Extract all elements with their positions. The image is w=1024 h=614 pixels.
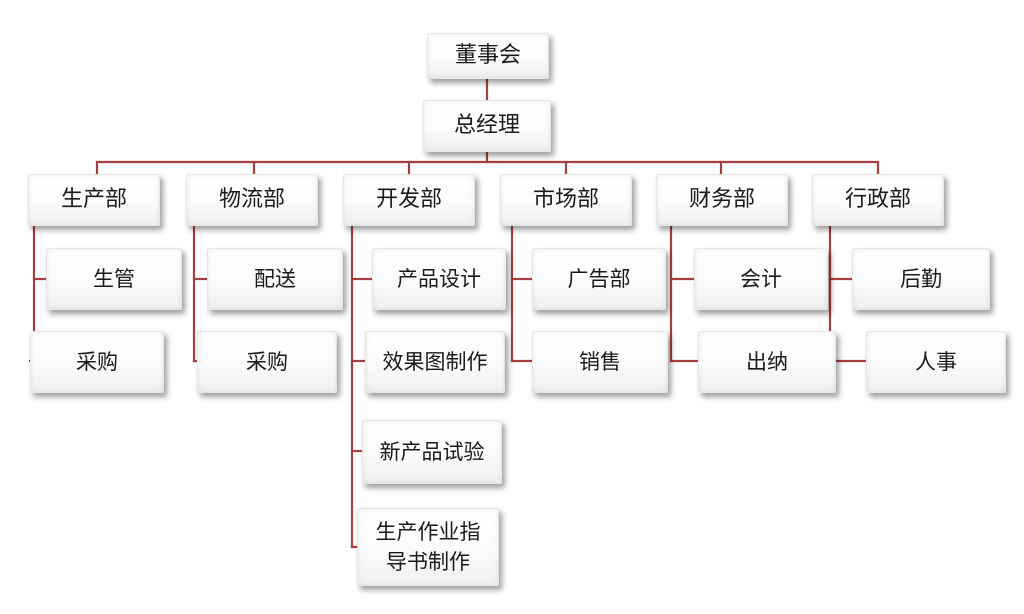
child-box-logistics-2: 采购 (197, 331, 337, 393)
dept-box-development: 开发部 (343, 174, 475, 226)
child-box-production-2: 采购 (30, 331, 164, 393)
gm-box: 总经理 (423, 100, 551, 152)
child-box-logistics-1: 配送 (207, 248, 343, 310)
child-box-finance-2: 出纳 (698, 331, 836, 393)
child-box-development-1: 产品设计 (372, 248, 506, 310)
child-box-marketing-1: 广告部 (532, 248, 666, 310)
dept-box-marketing: 市场部 (500, 174, 632, 226)
child-box-finance-1: 会计 (694, 248, 828, 310)
dept-box-admin: 行政部 (812, 174, 944, 226)
dept-box-finance: 财务部 (656, 174, 788, 226)
child-box-development-3: 新产品试验 (362, 420, 502, 484)
child-box-production-1: 生管 (46, 248, 182, 310)
child-box-admin-1: 后勤 (852, 248, 990, 310)
board-box: 董事会 (427, 33, 549, 79)
child-box-development-4: 生产作业指 导书制作 (357, 508, 499, 586)
dept-box-logistics: 物流部 (186, 174, 318, 226)
child-box-admin-2: 人事 (866, 331, 1006, 393)
child-box-development-2: 效果图制作 (365, 331, 505, 393)
child-box-marketing-2: 销售 (532, 331, 668, 393)
dept-box-production: 生产部 (28, 174, 160, 226)
